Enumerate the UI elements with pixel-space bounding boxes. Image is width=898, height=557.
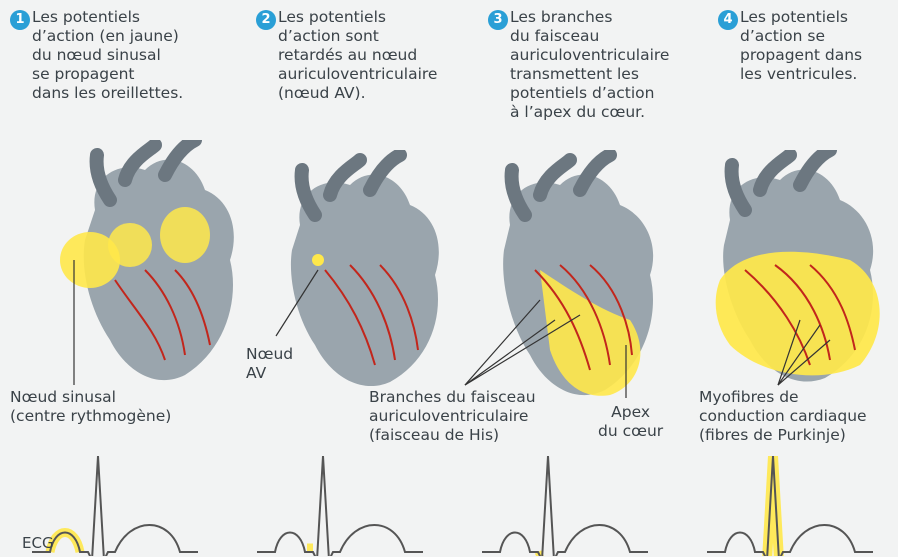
label-his-bundle: Branches du faisceau auriculoventriculai… [369, 388, 536, 445]
label-sinus-node: Nœud sinusal (centre rythmogène) [10, 388, 171, 426]
label-apex: Apex du cœur [598, 403, 663, 441]
ecg-label: ECG [22, 534, 54, 552]
ecg-trace-2 [255, 456, 425, 556]
label-av-node: Nœud AV [246, 345, 293, 383]
ecg-trace-4 [705, 456, 875, 556]
label-purkinje: Myofibres de conduction cardiaque (fibre… [699, 388, 867, 445]
ecg-trace-1 [30, 456, 200, 556]
ecg-trace-3 [480, 456, 650, 556]
